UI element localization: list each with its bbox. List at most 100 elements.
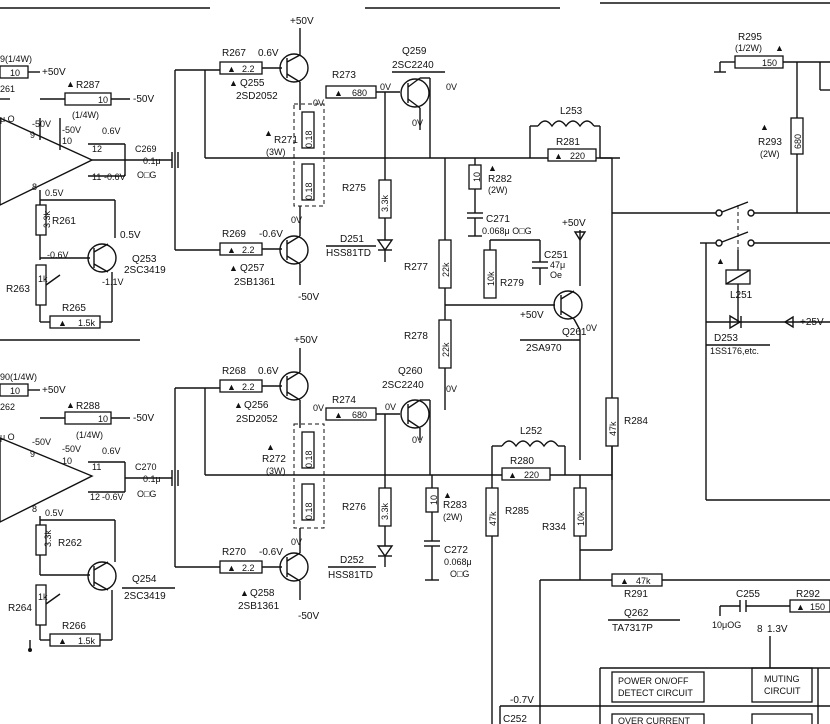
r263-value: 1k bbox=[38, 274, 48, 284]
c270-mark: O□G bbox=[137, 489, 156, 499]
left-upper-section: 9(1/4W) 10 +50V 261 μ O ▲ R287 10 -50V (… bbox=[0, 54, 179, 341]
r-partial-lower-value: 10 bbox=[10, 386, 20, 396]
q256-part: 2SD2052 bbox=[236, 414, 278, 425]
q253-label: Q253 bbox=[132, 254, 157, 265]
q254-label: Q254 bbox=[132, 574, 157, 585]
r291-warn: ▲ bbox=[620, 576, 629, 586]
r271-label: R271 bbox=[274, 135, 298, 146]
r275-value: 3.3k bbox=[380, 194, 390, 212]
r262-value: 3.3k bbox=[43, 529, 53, 547]
r276-label: R276 bbox=[342, 502, 366, 513]
q253-part: 2SC3419 bbox=[124, 265, 166, 276]
plus25-label: +25V bbox=[800, 317, 824, 328]
r282-label: R282 bbox=[488, 174, 512, 185]
v06: 0.6V bbox=[102, 126, 121, 136]
r269-value: 2.2 bbox=[242, 245, 255, 255]
r278-label: R278 bbox=[404, 331, 428, 342]
minus50-lower-v2: -50V bbox=[62, 444, 81, 454]
q258-warn: ▲ bbox=[240, 588, 249, 598]
c262-label: 262 bbox=[0, 402, 15, 412]
minus50-v2: -50V bbox=[62, 125, 81, 135]
r262-label: R262 bbox=[58, 538, 82, 549]
over-current-box bbox=[611, 713, 705, 724]
d252-label: D252 bbox=[340, 555, 364, 566]
q257-warn: ▲ bbox=[229, 263, 238, 273]
r265-value: 1.5k bbox=[78, 318, 96, 328]
q255-warn: ▲ bbox=[229, 78, 238, 88]
v0-lower-d: 0V bbox=[412, 435, 423, 445]
relay-contact-c bbox=[715, 239, 723, 247]
pin11: 11 bbox=[92, 172, 101, 182]
pin12-lower: 12 bbox=[90, 492, 100, 502]
r279-value: 10k bbox=[486, 271, 496, 286]
r283-label: R283 bbox=[443, 500, 467, 511]
r288-value: 10 bbox=[98, 414, 108, 424]
r276-value: 3.3k bbox=[380, 502, 390, 520]
c262-value: μ O bbox=[0, 432, 15, 442]
r272-label: R272 bbox=[262, 454, 286, 465]
r295-value: 150 bbox=[762, 58, 777, 68]
r292-label: R292 bbox=[796, 589, 820, 600]
q257-circle bbox=[279, 235, 309, 265]
minus50-q257: -50V bbox=[298, 292, 319, 303]
v13: 1.3V bbox=[767, 624, 788, 635]
r272-value-b: 0.18 bbox=[304, 502, 314, 520]
l252-label: L252 bbox=[520, 426, 543, 437]
r271-dashed-box bbox=[293, 103, 325, 207]
r282-rate: (2W) bbox=[488, 185, 508, 195]
r263-pot bbox=[35, 264, 47, 306]
v-m06: -0.6V bbox=[104, 172, 126, 182]
l251-warn: ▲ bbox=[716, 256, 725, 266]
q257-part: 2SB1361 bbox=[234, 277, 276, 288]
relay-contact-d bbox=[747, 239, 755, 247]
r274-label: R274 bbox=[332, 395, 356, 406]
minus50-q258: -50V bbox=[298, 611, 319, 622]
bottom-right-section: ▲ 47k R291 Q262 TA7317P C255 10μOG R292 … bbox=[499, 573, 830, 724]
top-border bbox=[0, 2, 830, 9]
r279-label: R279 bbox=[500, 278, 524, 289]
r273-value: 680 bbox=[352, 88, 367, 98]
pin8-ic: 8 bbox=[757, 624, 763, 635]
r285-value: 47k bbox=[488, 511, 498, 526]
v-m07: -0.7V bbox=[510, 695, 534, 706]
r295-warn: ▲ bbox=[775, 43, 784, 53]
r-partial-lower-label: 90(1/4W) bbox=[0, 372, 37, 382]
d253-label: D253 bbox=[714, 333, 738, 344]
muting-circuit-box bbox=[751, 667, 813, 703]
c252-label: C252 bbox=[503, 714, 527, 724]
r281-warn: ▲ bbox=[554, 151, 563, 161]
d253-part: 1SS176,etc. bbox=[710, 346, 759, 356]
r269-warn: ▲ bbox=[227, 245, 236, 255]
r293-rate: (2W) bbox=[760, 149, 780, 159]
r264-pot bbox=[35, 584, 47, 626]
warn-r288: ▲ bbox=[66, 400, 75, 410]
r-partial-value: 10 bbox=[10, 68, 20, 78]
r295-rate: (1/2W) bbox=[735, 43, 762, 53]
r287-value: 10 bbox=[98, 95, 108, 105]
r334-value: 10k bbox=[576, 511, 586, 526]
r288-rate: (1/4W) bbox=[76, 430, 103, 440]
r264-value: 1k bbox=[38, 592, 48, 602]
relay-contact-a bbox=[715, 209, 723, 217]
q259-circle bbox=[400, 78, 430, 108]
q256-label: Q256 bbox=[244, 400, 269, 411]
r287-rate: (1/4W) bbox=[72, 110, 99, 120]
c255-value: 10μOG bbox=[712, 620, 741, 630]
r292-warn: ▲ bbox=[796, 602, 805, 612]
v0-lower-b: 0V bbox=[385, 402, 396, 412]
q262-label: Q262 bbox=[624, 608, 649, 619]
r279-resistor bbox=[483, 249, 497, 299]
r282-value: 10 bbox=[472, 172, 482, 182]
r-partial-label: 9(1/4W) bbox=[0, 54, 32, 64]
pin8-lower: 8 bbox=[32, 504, 37, 514]
pin10-lower: 10 bbox=[62, 456, 72, 466]
r280-warn: ▲ bbox=[508, 470, 517, 480]
q258-circle bbox=[279, 552, 309, 582]
l252-coil bbox=[501, 440, 559, 448]
r283-value: 10 bbox=[429, 495, 439, 505]
r272-resistor-b bbox=[301, 483, 315, 521]
d252-diode bbox=[376, 545, 394, 558]
plus50-q261: +50V bbox=[562, 218, 586, 229]
r272-resistor-a bbox=[301, 431, 315, 469]
q255-label: Q255 bbox=[240, 78, 265, 89]
